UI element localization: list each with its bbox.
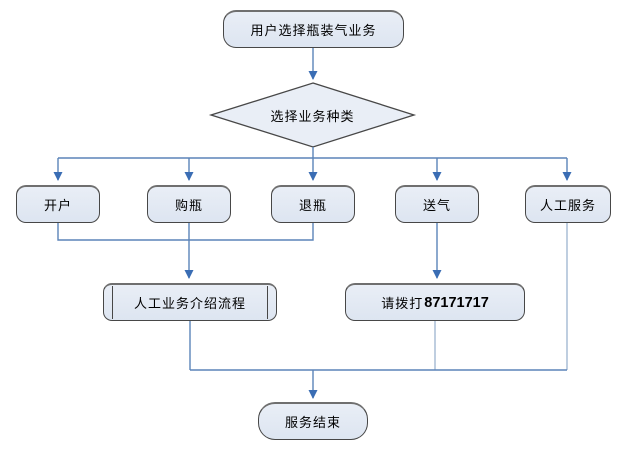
node-start: 用户选择瓶装气业务 [223,10,404,48]
node-end: 服务结束 [258,402,368,440]
predefined-left-bar [112,286,114,319]
option-open-account-label: 开户 [43,199,72,214]
connector-merge-bar [57,223,314,241]
predefined-right-bar [266,286,268,319]
option-manual-service: 人工服务 [525,185,611,223]
node-intro-process: 人工业务介绍流程 [103,283,277,321]
option-gas-delivery-label: 送气 [422,199,451,214]
node-decision: 选择业务种类 [211,83,414,147]
node-decision-label: 选择业务种类 [270,109,355,125]
node-intro-process-label: 人工业务介绍流程 [133,297,246,312]
node-call-prefix: 请拨打 [381,297,424,312]
node-end-label: 服务结束 [284,416,341,431]
option-manual-service-label: 人工服务 [539,199,596,214]
option-gas-delivery: 送气 [395,185,479,223]
option-buy-bottle: 购瓶 [147,185,231,223]
option-return-bottle-label: 退瓶 [298,199,327,214]
option-open-account: 开户 [16,185,100,223]
option-return-bottle: 退瓶 [271,185,355,223]
node-start-label: 用户选择瓶装气业务 [250,24,377,39]
node-call-number: 87171717 [424,294,489,311]
option-buy-bottle-label: 购瓶 [174,199,203,214]
